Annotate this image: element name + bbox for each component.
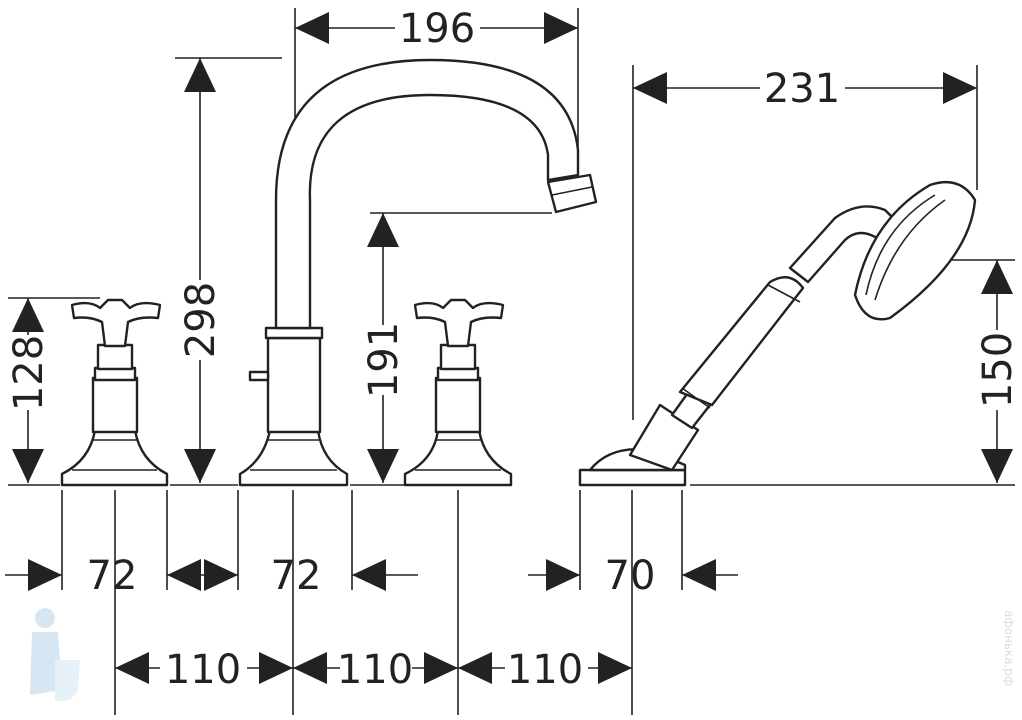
arrowhead bbox=[295, 12, 329, 44]
arrowhead bbox=[367, 213, 399, 247]
dim-shower-reach: 231 bbox=[764, 66, 840, 112]
arrowhead bbox=[633, 72, 667, 104]
dim-shower-height: 150 bbox=[975, 332, 1021, 408]
dim-spacing-3: 110 bbox=[507, 647, 583, 693]
hand-shower bbox=[578, 180, 977, 487]
spout bbox=[238, 58, 598, 487]
arrowhead bbox=[12, 449, 44, 483]
dim-spout-reach: 196 bbox=[399, 6, 475, 52]
dim-spout-outlet-height: 191 bbox=[361, 322, 407, 398]
dim-handle-base-width: 72 bbox=[87, 553, 138, 599]
arrowhead bbox=[184, 449, 216, 483]
watermark-logo bbox=[30, 608, 80, 702]
arrowhead bbox=[981, 449, 1013, 483]
watermark-text: афонька.рф bbox=[1002, 610, 1016, 686]
dim-shower-base-width: 70 bbox=[605, 553, 656, 599]
arrowhead bbox=[981, 260, 1013, 294]
arrowhead bbox=[184, 58, 216, 92]
dim-spacing-2: 110 bbox=[337, 647, 413, 693]
dimension-lines bbox=[5, 8, 1015, 715]
dimension-labels: 196 231 298 128 191 150 72 72 70 110 110… bbox=[6, 6, 1021, 693]
dim-handle-height: 128 bbox=[6, 335, 52, 411]
arrowhead bbox=[544, 12, 578, 44]
arrowhead bbox=[12, 298, 44, 332]
dim-spacing-1: 110 bbox=[165, 647, 241, 693]
dim-spout-height: 298 bbox=[178, 282, 224, 358]
right-cross-handle-valve bbox=[403, 298, 513, 487]
dim-spout-base-width: 72 bbox=[271, 553, 322, 599]
arrowhead bbox=[367, 449, 399, 483]
left-cross-handle-valve bbox=[60, 298, 169, 487]
arrowhead bbox=[943, 72, 977, 104]
